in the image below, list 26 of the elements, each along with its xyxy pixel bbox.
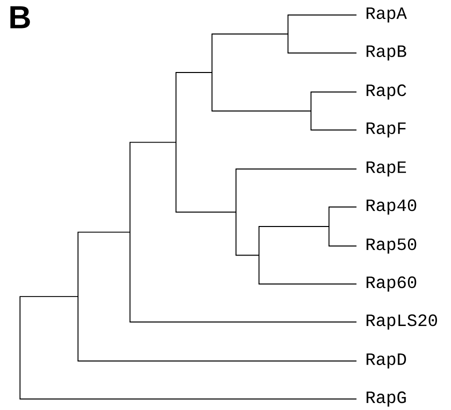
leaf-label: RapC: [366, 84, 406, 100]
leaf-label: RapA: [366, 8, 407, 22]
tree-branch: [20, 296, 78, 298]
leaf-label: RapF: [366, 122, 406, 138]
tree-branch: [236, 254, 260, 256]
tree-branch: [288, 52, 356, 54]
tree-branch: [176, 212, 236, 213]
leaf-label: Rap60: [366, 276, 416, 292]
tree-branch: [78, 360, 356, 362]
tree-branch: [78, 232, 130, 233]
tree-branch: [212, 110, 312, 112]
leaf-label: RapB: [366, 46, 406, 60]
leaf-label: RapD: [366, 353, 406, 368]
panel-letter: B: [10, 6, 30, 28]
leaf-label: Rap50: [366, 238, 416, 254]
tree-branch: [328, 206, 356, 208]
leaf-label: Rap40: [366, 199, 416, 215]
leaf-label: RapLS20: [366, 314, 437, 330]
tree-branch: [236, 168, 356, 170]
leaf-label: RapG: [366, 391, 406, 407]
tree-branch: [20, 398, 356, 400]
tree-branch: [176, 72, 212, 73]
tree-branch: [258, 226, 330, 227]
tree-branch: [130, 142, 176, 143]
leaf-label: RapE: [366, 162, 406, 176]
tree-branch: [288, 14, 356, 16]
